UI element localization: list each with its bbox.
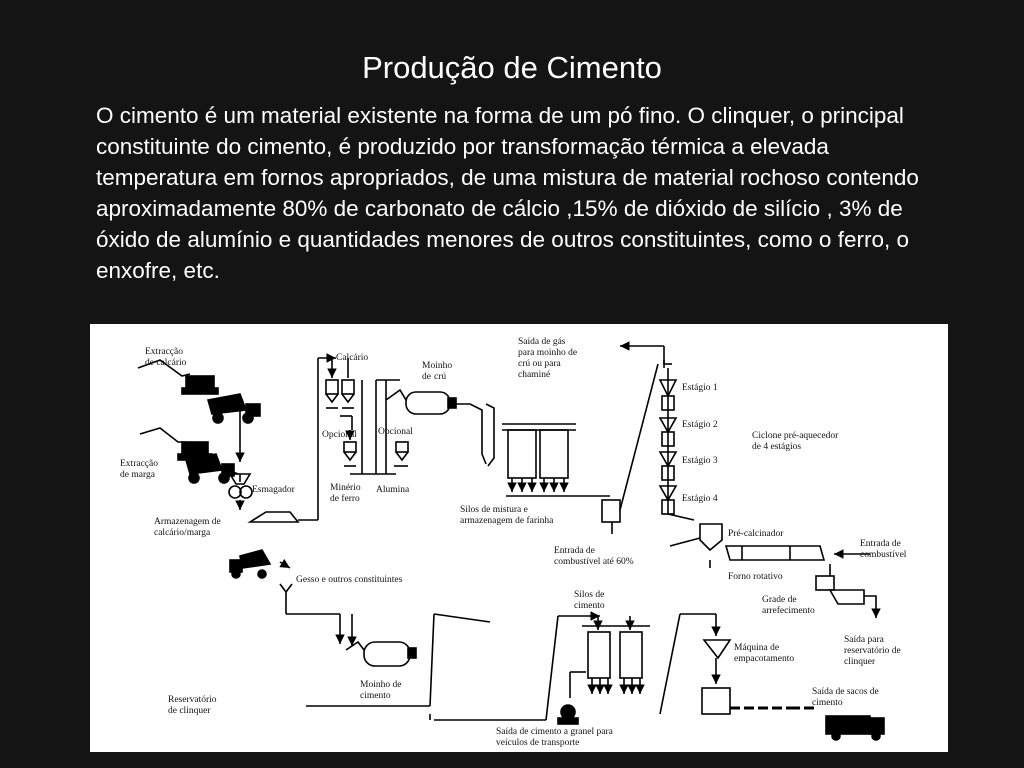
label-saida-sacos-1: Saída de sacos de — [812, 687, 879, 697]
label-esmagador: Esmagador — [252, 485, 296, 495]
hopper-calcario-icon — [325, 379, 355, 404]
label-entrada-60-1: Entrada de — [554, 546, 595, 556]
label-moinho-cru-1: Moinho — [422, 361, 452, 371]
label-moinho-cru-2: de — [422, 372, 431, 382]
label-pre-calcinador: Pré-calcinador — [728, 529, 784, 539]
label-maquina-2: empacotamento — [734, 654, 794, 664]
label-grade-2: arrefecimento — [762, 605, 815, 616]
label-reservatorio-2: de clinquer — [168, 706, 211, 716]
slide-title: Produção de Cimento — [362, 50, 662, 85]
label-silos-mistura-1: Silos de mistura e — [460, 505, 528, 515]
label-saida-clinquer-3: clinquer — [844, 657, 876, 667]
cement-mill-icon — [345, 640, 417, 667]
label-entrada-combustivel-2: combustível — [860, 550, 907, 560]
hopper-minerio-ferro-icon — [343, 441, 357, 467]
label-estagio-4: Estágio 4 — [682, 494, 718, 504]
excavator-marga-icon — [139, 427, 213, 461]
label-saida-clinquer-1: Saída para — [844, 635, 885, 645]
label-opcional-1: Opcional — [322, 430, 357, 440]
label-extraccao-marga-2: de marga — [120, 470, 156, 480]
label-entrada-combustivel-1: Entrada de — [860, 539, 901, 549]
hopper-alumina-icon — [394, 441, 409, 467]
label-moinho-cimento-1: Moinho de — [360, 680, 401, 690]
label-ciclone-2: de 4 estágios — [752, 442, 801, 452]
label-estagio-3: Estágio 3 — [682, 456, 718, 466]
raw-mill-icon — [385, 388, 457, 415]
label-estagio-1: Estágio 1 — [682, 383, 718, 393]
label-saida-clinquer-2: reservatório de — [844, 646, 901, 656]
label-saida-gas-1: Saída de gás — [518, 337, 566, 347]
bulk-truck-icon — [557, 704, 579, 725]
cement-process-diagram: Extracção de calcário Extracção de marga… — [90, 324, 948, 752]
label-minerio-1: Minério — [330, 483, 361, 493]
label-entrada-60-2: combustível até 60% — [554, 557, 634, 567]
label-estagio-2: Estágio 2 — [682, 420, 718, 430]
gesso-truck-icon — [229, 549, 272, 579]
label-extraccao-marga-1: Extracção — [120, 459, 158, 469]
label-saida-gas-2: para moinho de — [518, 348, 577, 358]
label-extraccao-calcario-2: de calcário — [145, 358, 187, 368]
label-minerio-2: de ferro — [330, 493, 360, 504]
mixing-silos-icon — [502, 423, 576, 497]
bagging-machine-icon — [701, 639, 732, 715]
label-forno-rotativo: Forno rotativo — [728, 572, 783, 582]
label-silos-mistura-2: armazenagem de farinha — [460, 515, 554, 526]
cooler-grate-icon — [815, 575, 865, 605]
label-saida-gas-3: crú ou para — [518, 359, 562, 369]
label-moinho-cimento-2: cimento — [360, 691, 391, 701]
sack-truck-icon — [825, 715, 885, 741]
slide-paragraph: O cimento é um material existente na for… — [96, 103, 919, 283]
label-saida-gas-4: chaminé — [518, 370, 550, 380]
dump-truck-marga-icon — [184, 453, 235, 484]
diagram-svg: Extracção de calcário Extracção de marga… — [120, 337, 907, 748]
label-saida-granel-1: Saída de cimento a granel para — [496, 727, 614, 737]
label-maquina-1: Máquina de — [734, 643, 779, 653]
pre-calciner-icon — [699, 523, 723, 552]
label-silos-cimento-1: Silos de — [574, 590, 604, 600]
label-reservatorio-1: Reservatório — [168, 695, 217, 705]
label-moinho-cru-3: crú — [434, 372, 446, 382]
label-gesso: Gesso e outros constituintes — [296, 575, 403, 585]
storage-pile-icon — [247, 511, 300, 523]
cyclone-preheater-icon — [658, 368, 678, 515]
rotary-kiln-icon — [709, 545, 826, 568]
cement-silos-icon — [582, 616, 650, 694]
label-ciclone-1: Ciclone pré-aquecedor — [752, 431, 839, 441]
label-armazenagem-2: calcário/marga — [154, 528, 211, 538]
label-armazenagem-1: Armazenagem de — [154, 517, 221, 527]
label-opcional-2: Opcional — [378, 427, 413, 437]
dump-truck-calcario-icon — [206, 393, 261, 424]
label-grade-1: Grade de — [762, 595, 797, 605]
label-silos-cimento-2: cimento — [574, 601, 605, 611]
label-calcario: Calcário — [336, 353, 368, 363]
elevator-box-icon — [601, 499, 621, 523]
excavator-calcario-icon — [137, 359, 219, 395]
diagram-labels: Extracção de calcário Extracção de marga… — [120, 337, 907, 748]
crusher-icon — [228, 473, 253, 499]
label-saida-sacos-2: cimento — [812, 698, 843, 708]
label-saida-granel-2: veículos de transporte — [496, 738, 579, 748]
label-extraccao-calcario-1: Extracção — [145, 347, 183, 357]
label-alumina: Alumina — [376, 485, 410, 495]
